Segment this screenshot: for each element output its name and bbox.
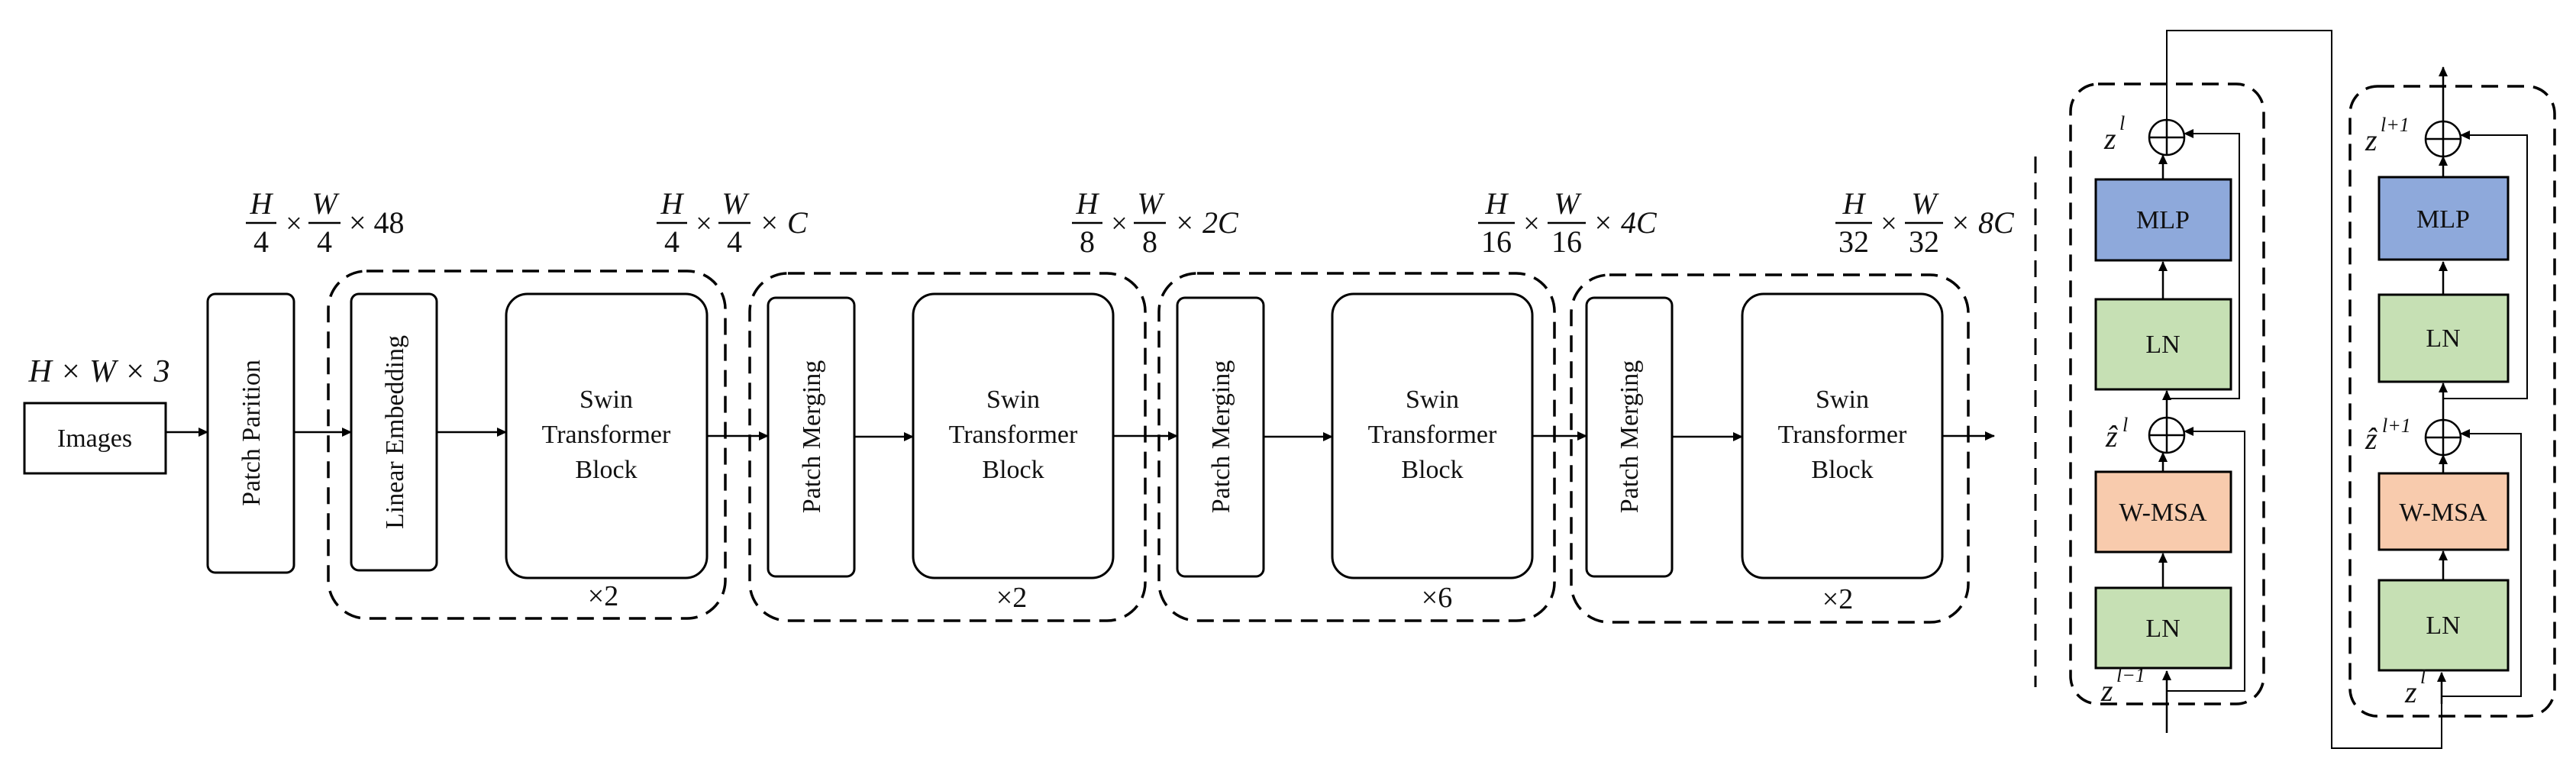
patch-merging-label-3: Patch Merging — [1207, 360, 1235, 514]
svg-text:W: W — [1137, 186, 1165, 221]
linear-embedding-label: Linear Embedding — [381, 335, 409, 529]
stage-2-group — [748, 272, 1147, 622]
svg-text:l: l — [2122, 414, 2128, 436]
connector-left-to-right — [2166, 30, 2442, 749]
svg-text:× 4C: × 4C — [1593, 205, 1658, 240]
svg-text:4: 4 — [664, 224, 680, 259]
stage-4-repeat: ×2 — [1822, 583, 1853, 615]
svg-text:Transformer: Transformer — [1368, 421, 1497, 449]
svg-text:H: H — [1076, 186, 1100, 221]
svg-text:8: 8 — [1142, 224, 1157, 259]
stage-3-group — [1157, 272, 1556, 622]
svg-text:Block: Block — [1401, 456, 1463, 484]
patch-partition-box — [206, 292, 295, 574]
svg-text:z: z — [2103, 121, 2116, 156]
svg-text:Swin: Swin — [1406, 386, 1459, 414]
svg-text:ẑ: ẑ — [2105, 419, 2118, 454]
svg-text:l: l — [2420, 666, 2426, 688]
svg-text:Swin: Swin — [986, 386, 1040, 414]
ln-box-right-bottom — [2377, 579, 2510, 672]
dims-h-num: H — [250, 186, 274, 221]
svg-text:4: 4 — [727, 224, 742, 259]
svg-text:×: × — [1111, 208, 1127, 240]
svg-text:×: × — [1880, 208, 1896, 240]
stage-2-repeat: ×2 — [996, 582, 1027, 614]
svg-text:H: H — [1485, 186, 1509, 221]
svg-text:W-MSA: W-MSA — [2399, 499, 2487, 527]
dims-channels: × 48 — [349, 205, 405, 240]
detail-right: LN W-MSA ẑ l+1 LN MLP z l+1 z l — [2365, 66, 2528, 709]
svg-text:LN: LN — [2145, 331, 2180, 359]
patch-merging-label-2: Patch Merging — [798, 360, 826, 514]
svg-text:× C: × C — [759, 205, 809, 240]
svg-text:Swin: Swin — [1816, 386, 1869, 414]
svg-text:H: H — [1842, 186, 1867, 221]
svg-text:W: W — [1554, 186, 1582, 221]
svg-text:LN: LN — [2145, 615, 2180, 643]
mlp-box-left — [2094, 178, 2232, 262]
svg-text:z: z — [2100, 673, 2113, 708]
stage-dims-partition: H 4 × W 4 × 48 — [246, 186, 405, 259]
stage-dims-2: H 8 × W 8 × 2C — [1072, 186, 1239, 259]
svg-text:MLP: MLP — [2416, 205, 2470, 234]
dims-w-num: W — [312, 186, 340, 221]
svg-text:l+1: l+1 — [2382, 415, 2411, 437]
detail-left: LN W-MSA ẑ l LN MLP z l z l−1 — [2094, 112, 2245, 733]
svg-text:z: z — [2365, 123, 2377, 157]
mlp-box-right — [2377, 176, 2510, 261]
svg-text:LN: LN — [2426, 612, 2460, 640]
stage-dims-4: H 32 × W 32 × 8C — [1835, 186, 2015, 259]
stage-4-group — [1570, 273, 1970, 624]
stage-dims-1: H 4 × W 4 × C — [657, 186, 809, 259]
wmsa-box-left — [2094, 470, 2232, 554]
svg-text:32: 32 — [1909, 224, 1939, 259]
svg-text:× 8C: × 8C — [1950, 205, 2015, 240]
input-dims-label: H × W × 3 — [27, 354, 169, 389]
svg-text:l−1: l−1 — [2116, 664, 2145, 686]
patch-partition-label: Patch Parition — [237, 360, 266, 506]
svg-text:×: × — [1523, 208, 1539, 240]
stage-1-repeat: ×2 — [588, 580, 618, 612]
detail-block-right-group — [2348, 85, 2556, 718]
ln-box-left-bottom — [2094, 586, 2232, 670]
svg-text:Transformer: Transformer — [949, 421, 1078, 449]
images-box — [23, 402, 167, 475]
stage-dims-3: H 16 × W 16 × 4C — [1478, 186, 1658, 259]
svg-text:ẑ: ẑ — [2365, 421, 2377, 456]
svg-text:Block: Block — [982, 456, 1044, 484]
svg-text:×: × — [696, 208, 712, 240]
svg-text:16: 16 — [1481, 224, 1512, 259]
svg-text:8: 8 — [1080, 224, 1095, 259]
svg-text:l+1: l+1 — [2381, 114, 2410, 136]
images-label: Images — [57, 424, 132, 453]
svg-text:× 2C: × 2C — [1174, 205, 1239, 240]
svg-text:×: × — [286, 208, 302, 240]
svg-text:l: l — [2119, 112, 2125, 134]
svg-text:Block: Block — [1811, 456, 1873, 484]
dims-w-den: 4 — [317, 224, 332, 259]
swin-block-1-line-2: Transformer — [542, 421, 671, 449]
svg-text:H: H — [660, 186, 685, 221]
svg-text:MLP: MLP — [2136, 206, 2190, 234]
swin-block-1-line-1: Swin — [579, 386, 633, 414]
svg-text:W: W — [721, 186, 750, 221]
svg-text:W-MSA: W-MSA — [2119, 499, 2207, 527]
dims-h-den: 4 — [253, 224, 269, 259]
stage-1-group — [327, 270, 727, 620]
stage-3-repeat: ×6 — [1422, 582, 1452, 614]
svg-text:32: 32 — [1838, 224, 1869, 259]
ln-box-left-top — [2094, 298, 2232, 391]
svg-text:LN: LN — [2426, 324, 2460, 353]
swin-block-1-line-3: Block — [575, 456, 637, 484]
svg-text:W: W — [1911, 186, 1939, 221]
svg-text:z: z — [2404, 675, 2417, 709]
svg-text:Transformer: Transformer — [1778, 421, 1907, 449]
patch-merging-label-4: Patch Merging — [1616, 360, 1644, 514]
svg-text:16: 16 — [1551, 224, 1582, 259]
